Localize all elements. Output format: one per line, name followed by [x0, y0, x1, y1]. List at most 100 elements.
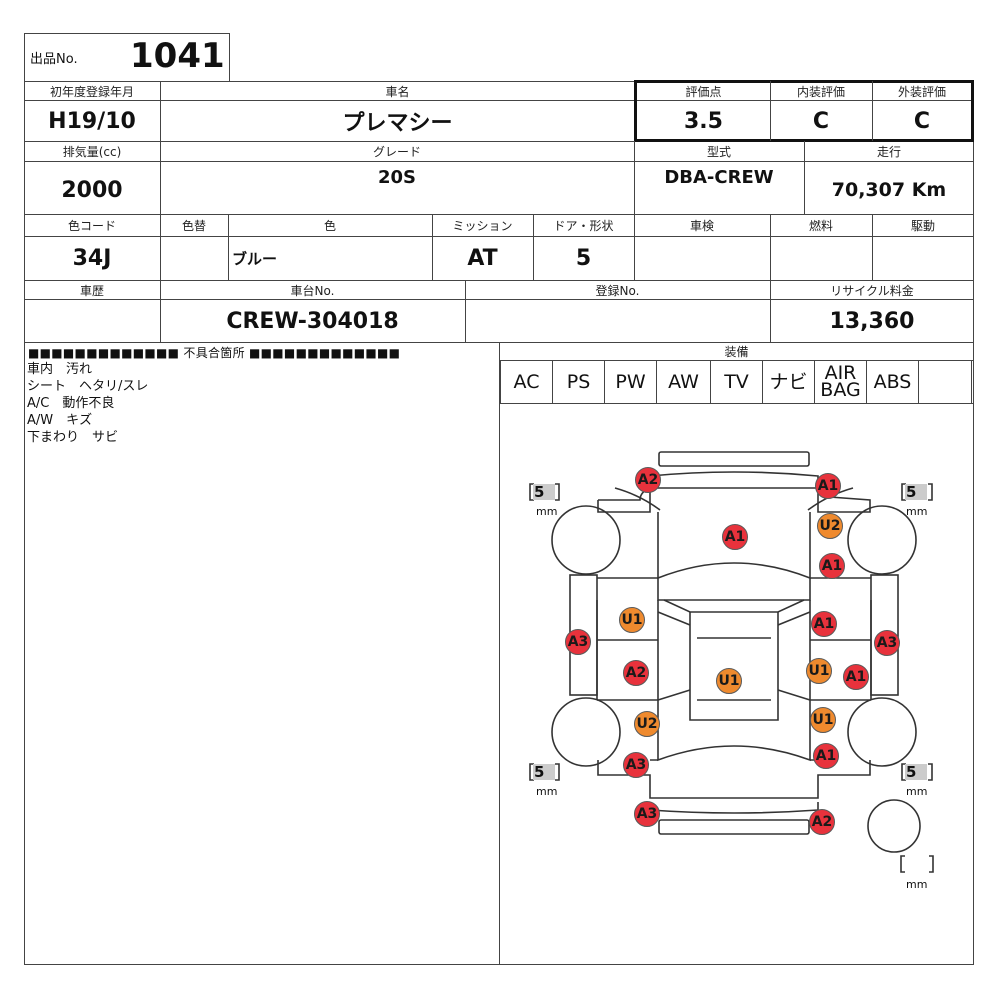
col-line [465, 280, 466, 342]
damage-marker: A1 [843, 664, 869, 690]
tire-unit-front-left: mm [536, 505, 558, 518]
row-line [24, 299, 974, 300]
color-label: 色 [323, 219, 336, 233]
interior-value: C [812, 108, 830, 134]
score-value: 3.5 [684, 108, 723, 134]
row-line [24, 236, 974, 237]
mission-value: AT [467, 246, 498, 271]
tire-depth-front-right: 5 [906, 483, 917, 501]
mileage-value: 70,307 Km [831, 179, 947, 201]
doors-value: 5 [575, 246, 592, 271]
row-line [24, 161, 974, 162]
damage-marker: A1 [811, 611, 837, 637]
col-line [160, 280, 161, 342]
recycle-label: リサイクル料金 [830, 283, 914, 298]
fuel-label: 燃料 [808, 219, 833, 233]
history-label: 車歴 [79, 283, 104, 298]
chassis-label: 車台No. [290, 283, 335, 298]
equipment-abs: ABS [866, 361, 918, 403]
col-line [872, 81, 873, 141]
equipment-pw: PW [604, 361, 656, 403]
chassis-value: CREW-304018 [226, 308, 399, 334]
tire-depth-rear-left: 5 [534, 763, 545, 781]
damage-marker: U2 [817, 513, 843, 539]
equipment-ps: PS [552, 361, 604, 403]
tire-unit-rear-right: mm [906, 785, 928, 798]
col-line [770, 81, 771, 141]
damage-marker: A1 [819, 553, 845, 579]
equipment-label: 装備 [724, 345, 749, 359]
defects-header: ■■■■■■■■■■■■■ 不具合箇所 ■■■■■■■■■■■■■ [28, 346, 401, 360]
defects-list: 車内 汚れ シート ヘタリ/スレ A/C 動作不良 A/W キズ 下まわり サビ [27, 361, 148, 446]
row-line [24, 141, 974, 142]
col-line [160, 81, 161, 141]
car-name-label: 車名 [385, 84, 410, 99]
col-line [228, 214, 229, 280]
col-line [160, 141, 161, 214]
damage-marker: A2 [809, 809, 835, 835]
damage-marker: A1 [813, 743, 839, 769]
first-reg-value: H19/10 [48, 108, 136, 134]
car-name-value: プレマシー [342, 111, 453, 136]
defect-item: 車内 汚れ [27, 362, 93, 377]
equipment-aw: AW [656, 361, 710, 403]
registration-label: 登録No. [595, 283, 640, 298]
equipment-empty [918, 361, 972, 403]
defect-item: シート ヘタリ/スレ [27, 379, 149, 394]
inspection-label: 車検 [689, 219, 714, 233]
mileage-label: 走行 [876, 145, 901, 159]
damage-marker: A1 [815, 473, 841, 499]
col-line [634, 214, 635, 280]
row-line [24, 100, 974, 101]
col-line [872, 214, 873, 280]
damage-marker: U1 [716, 668, 742, 694]
lot-number-label: 出品No. [30, 52, 78, 67]
first-reg-label: 初年度登録年月 [49, 84, 134, 99]
repaint-label: 色替 [181, 219, 206, 233]
equipment-tv: TV [710, 361, 762, 403]
damage-marker: U2 [634, 711, 660, 737]
model-label: 型式 [706, 145, 731, 159]
col-line [160, 214, 161, 280]
row-line [24, 214, 974, 215]
recycle-value: 13,360 [829, 308, 915, 334]
drive-label: 駆動 [910, 219, 935, 233]
damage-marker: A3 [565, 629, 591, 655]
damage-marker: A3 [874, 630, 900, 656]
defect-item: A/W キズ [27, 413, 93, 428]
model-value: DBA-CREW [664, 166, 774, 188]
row-line [24, 280, 974, 281]
col-line [634, 141, 635, 214]
col-line [804, 141, 805, 214]
score-label: 評価点 [685, 85, 722, 99]
exterior-value: C [913, 108, 931, 134]
tire-unit-spare: mm [906, 878, 928, 891]
interior-label: 内装評価 [796, 85, 845, 99]
doors-label: ドア・形状 [553, 219, 614, 233]
defect-item: A/C 動作不良 [27, 396, 115, 411]
score-box [634, 80, 974, 142]
equipment-navi: ナビ [762, 361, 814, 403]
damage-marker: U1 [806, 658, 832, 684]
col-line [533, 214, 534, 280]
row-line [499, 403, 974, 404]
tire-depth-front-left: 5 [534, 483, 545, 501]
row-line [499, 360, 974, 361]
section-divider [499, 342, 500, 965]
damage-marker: A1 [722, 524, 748, 550]
grade-value: 20S [377, 166, 416, 188]
tire-unit-front-right: mm [906, 505, 928, 518]
damage-marker: U1 [619, 607, 645, 633]
col-line [432, 214, 433, 280]
damage-marker: A3 [623, 752, 649, 778]
equipment-airbag: AIR BAG [814, 361, 866, 403]
damage-marker: A2 [623, 660, 649, 686]
damage-marker: A2 [635, 467, 661, 493]
lot-number: 1041 [130, 36, 225, 76]
damage-marker: U1 [810, 707, 836, 733]
displacement-label: 排気量(cc) [62, 145, 122, 159]
color-code-label: 色コード [67, 219, 116, 233]
exterior-label: 外装評価 [897, 85, 946, 99]
mission-label: ミッション [452, 219, 513, 233]
defect-item: 下まわり サビ [27, 430, 119, 445]
